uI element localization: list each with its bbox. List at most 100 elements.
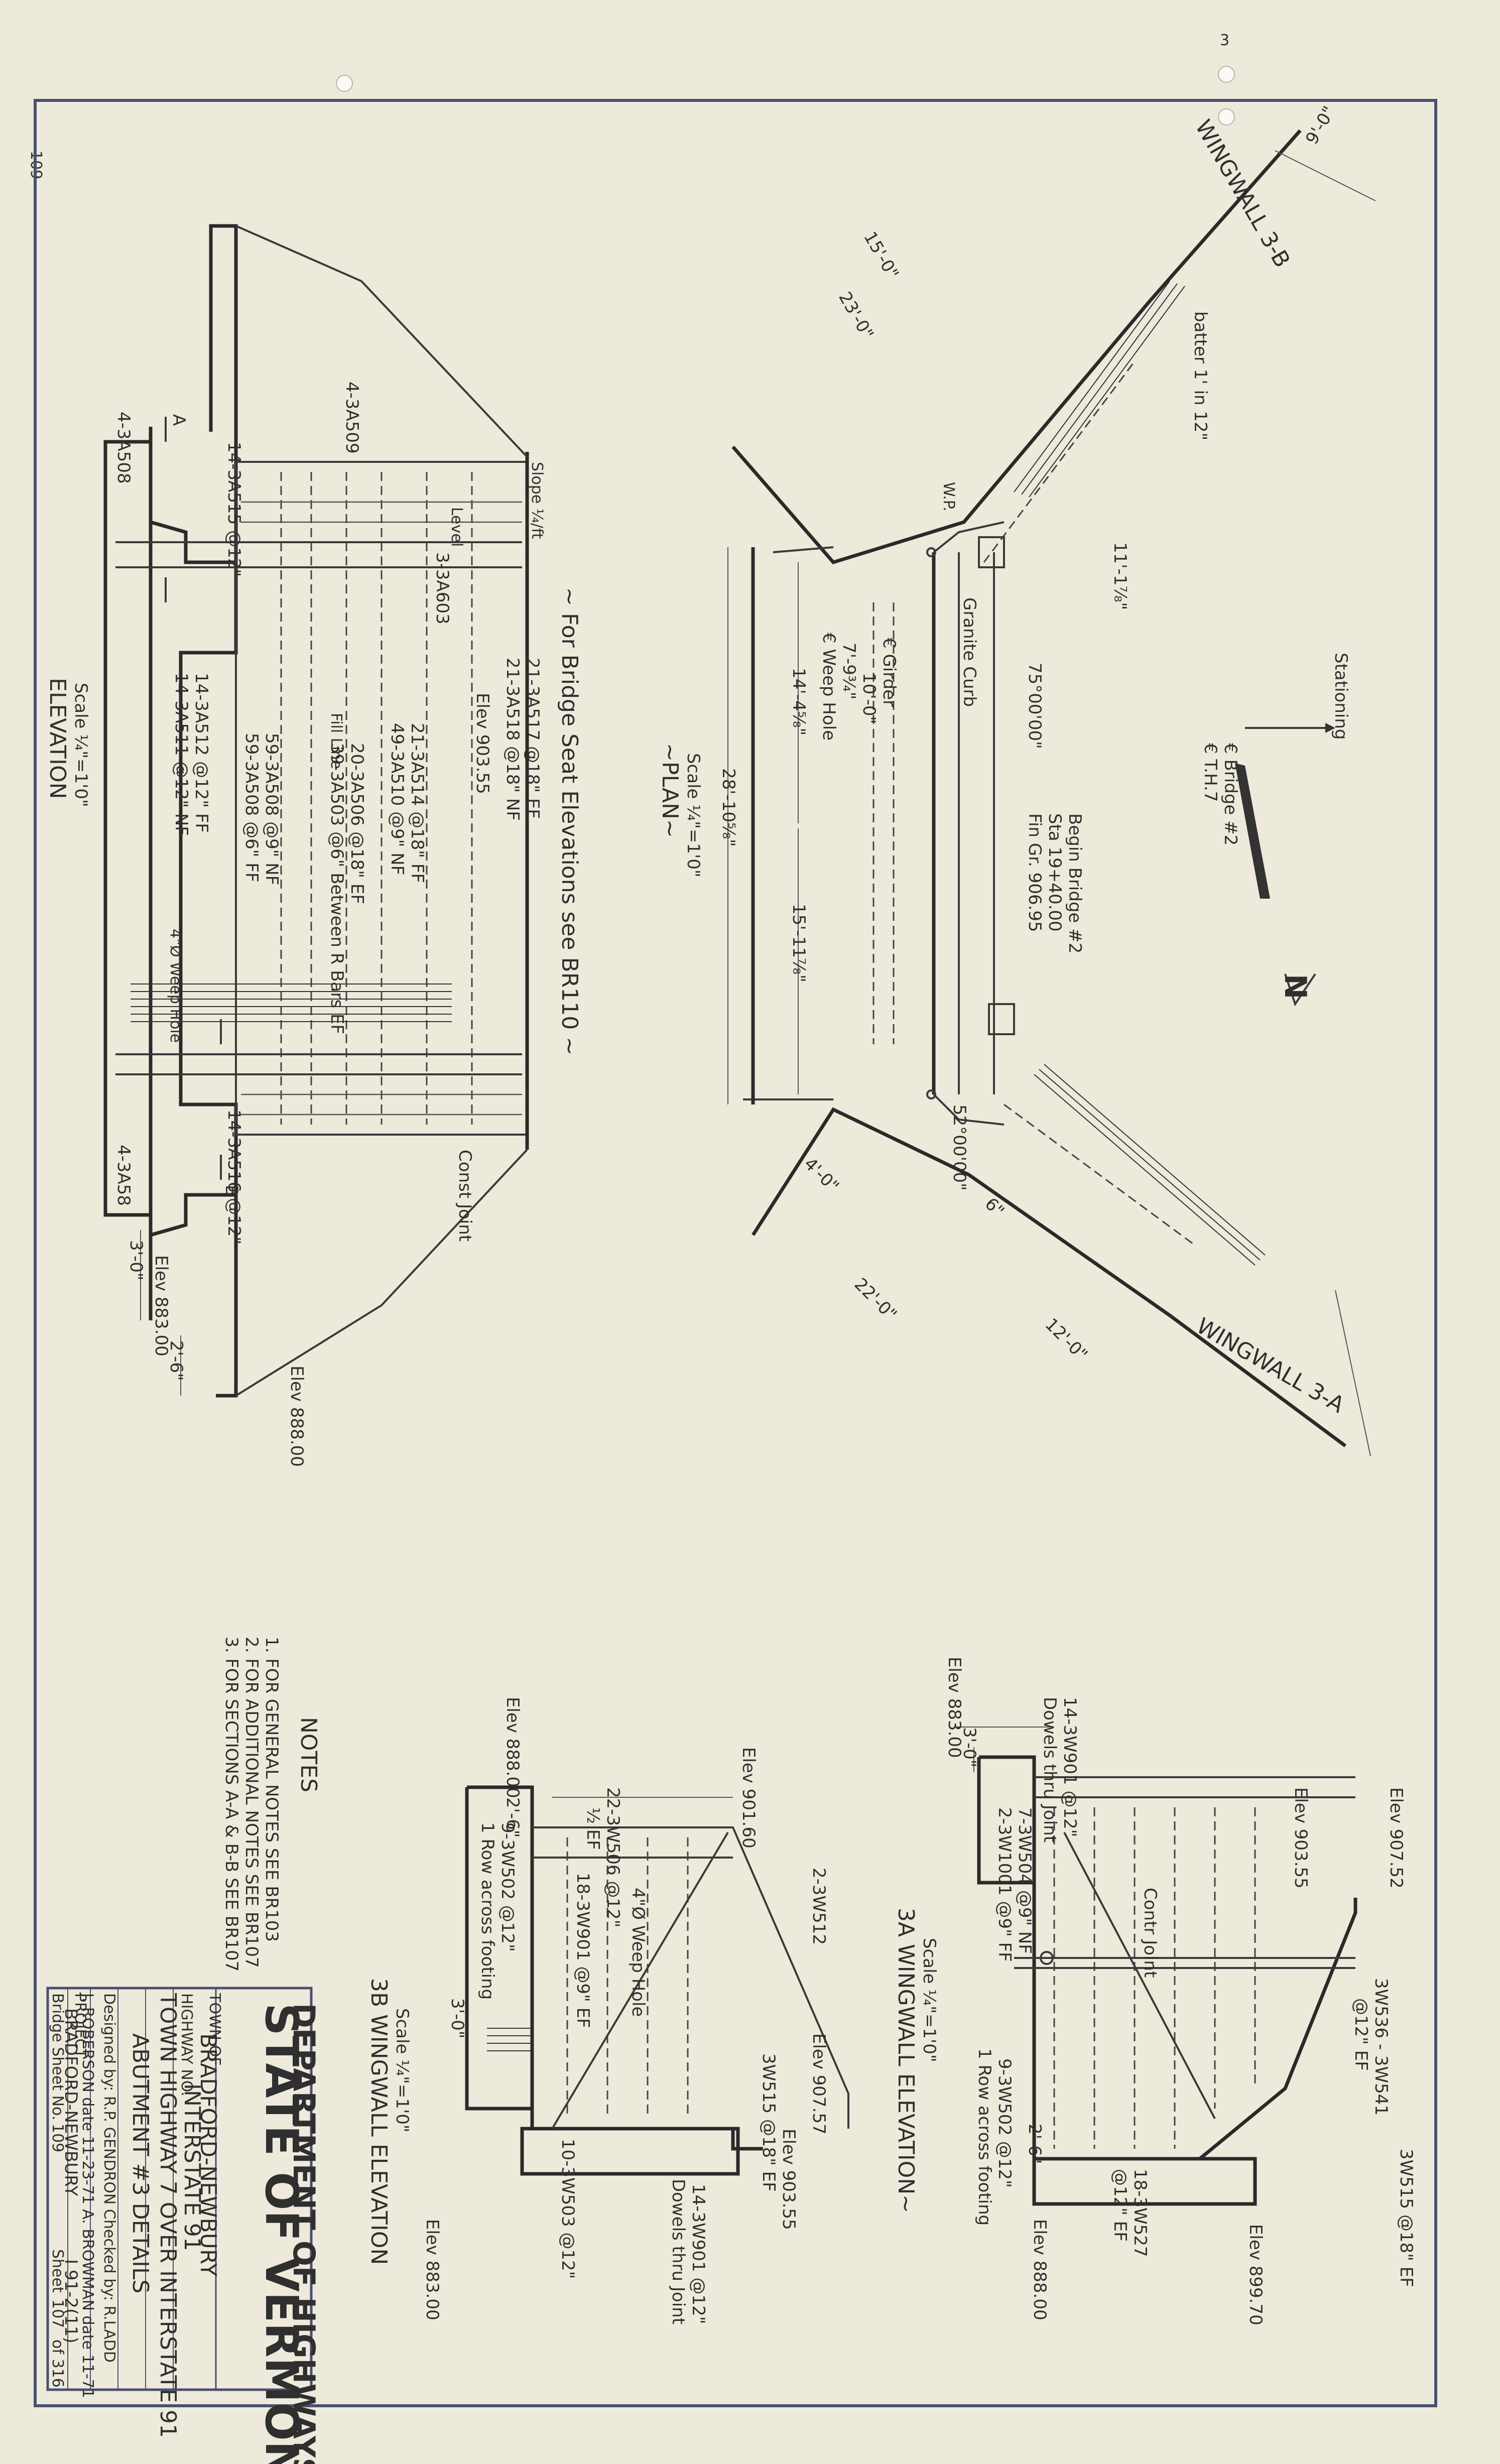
wingwall-3a-label: Elev 903.55 [1291,1787,1311,1889]
elevation-label: Slope ¼/ft [528,462,546,539]
elevation-label: Elev 903.55 [472,693,492,794]
elevation-label: 21-3A517 @18" EF [523,658,543,819]
wingwall-3a-label: 3W536 - 3W541 [1371,1978,1391,2116]
wingwall-3a-label: 14-3W901 @12" [1060,1697,1080,1837]
plan-label: 28'-10⅝" [718,768,738,847]
elevation-label: 14-3A516 @12" [224,1110,244,1245]
wingwall-3a-title: 3A WINGWALL ELEVATION~ [893,1908,919,2213]
plan-label: € Weep Hole [819,633,839,741]
wingwall-3a-label: @12" EF [1110,2169,1130,2242]
elevation-label: B [221,1185,241,1196]
title-sheet-no: 107 [49,2299,66,2328]
plan-label: Granite Curb [959,597,979,707]
punch-hole [1218,108,1235,126]
note-item: 1. FOR GENERAL NOTES SEE BR103 [262,1637,282,1942]
elevation-label: 4-3A508 [113,412,134,484]
wingwall-3b-label: Elev 883.00 [422,2219,442,2320]
wingwall-3a-label: 1 Row across footing [974,2048,994,2226]
title-drawn-row: J. ROBERSON date 11-23-71 A. BROWMAN dat… [79,1992,96,2398]
elevation-scale: Scale ¼"=1'0" [71,683,91,807]
title-project-no: I 91-2(11) [61,2259,81,2344]
wingwall-3b-label: 14-3W901 @12" [688,2184,708,2324]
plan-label: 15'-11⅞" [789,904,809,982]
wingwall-3a-label: 2-3W1001 @9" FF [994,1807,1015,1962]
wingwall-3b-label: 1 Row across footing [477,1822,497,2000]
wingwall-3b-label: 18-3W901 @9" EF [573,1873,593,2028]
wingwall-3b-label: Elev 901.60 [738,1747,759,1849]
title-town-label: TOWN OF [206,1993,223,2065]
elevation-label: 14-3A515 @12" [224,442,244,577]
elevation-label: 21-3A514 @18" FF [407,723,427,883]
plan-label: 7'-9¾" [839,643,859,699]
wingwall-3b-label: 9-3W502 @12" [497,1822,518,1952]
note-item: 2. FOR ADDITIONAL NOTES SEE BR107 [241,1637,262,1968]
elevation-label: 20-3A506 @18" EF [347,743,367,904]
wingwall-3a-label: 7-3W504 @9" NF [1015,1807,1035,1954]
elevation-label: Fill Line [327,713,345,769]
corner-mark: 3 [1220,32,1229,49]
wingwall-3b-label: 2-3W512 [809,1868,829,1945]
elevation-title: ELEVATION [45,678,70,799]
wingwall-3a-label: 3W515 @18" EF [1396,2149,1416,2287]
wingwall-3b-label: 4"Ø Weep Hole [628,1888,648,2017]
title-project: BRADFORD-NEWBURY [61,2008,81,2196]
wingwall-3b-scale: Scale ¼"=1'0" [392,2008,412,2133]
plan-label: 14'-4⅝" [789,668,809,735]
plan-label: Begin Bridge #2 [1065,813,1085,953]
title-highway-label: HIGHWAY NO. [178,1993,195,2097]
elevation-label: 59-3A508 @6" FF [241,733,262,882]
wingwall-3a-label: Elev 883.00 [944,1657,964,1758]
elevation-label: 14-3A511 @12" NF [171,673,191,836]
elevation-label: Level [448,507,465,547]
title-town: BRADFORD-NEWBURY [195,2033,221,2277]
wingwall-3a-label: Elev 888.00 [1030,2219,1050,2320]
wingwall-3b-label: Dowels thru Joint [668,2179,688,2324]
plan-label: 52°00'00" [949,1104,969,1191]
title-block: STATE OF VERMONT DEPARTMENT OF HIGHWAYS … [46,1987,321,2464]
plan-label: € Bridge #2 [1220,743,1240,845]
plan-title: ~PLAN~ [657,743,683,838]
elevation-label: 4-3A509 [342,382,362,454]
elevation-label: 39-3A503 @6" Between R Bars EF [327,743,347,1034]
elevation-label: 4"Ø Weep Hole [167,929,184,1043]
wingwall-3a-label: 2'-6" [1025,2124,1045,2164]
wingwall-3a-label: 9-3W502 @12" [994,2058,1015,2188]
wingwall-3a-scale: Scale ¼"=1'0" [919,1938,939,2062]
punch-hole [336,75,353,92]
plan-label: batter 1' in 12" [1190,311,1210,440]
punch-hole [1218,66,1235,83]
plan-label: Fin Gr. 906.95 [1025,813,1045,932]
title-bridge-sheet-label: Bridge Sheet No. [49,1993,66,2120]
elevation-label: 2'-6" [166,1340,186,1381]
elevation-label: Const Joint [455,1150,475,1242]
elevation-label: Elev 883.00 [151,1255,171,1357]
wingwall-3a-label: Elev 907.52 [1386,1787,1406,1889]
elevation-label: 3-3A603 [432,552,452,625]
title-checked-by: Checked by: R.LADD [100,2209,118,2363]
wingwall-3b-title: 3B WINGWALL ELEVATION [366,1978,392,2265]
plan-label: € Girder [879,638,899,707]
elevation-label: 21-3A518 @18" NF [503,658,523,821]
wingwall-3b-label: 2'-6" [503,1797,523,1838]
wingwall-3b-label: ½ EF [583,1807,603,1850]
wingwall-3b-elevation: 3B WINGWALL ELEVATION Scale ¼"=1'0" Elev… [366,1697,849,2324]
bridge-seat-note: ~ For Bridge Seat Elevations see BR110 ~ [557,587,582,1055]
note-item: 3. FOR SECTIONS A-A & B-B SEE BR107 [221,1637,241,1972]
plan-label: 75°00'00" [1025,663,1045,749]
wingwall-3a-label: Contr Joint [1140,1888,1160,1978]
elevation-label: 4-3A58 [113,1145,134,1206]
title-department: DEPARTMENT OF HIGHWAYS [286,2003,321,2464]
wingwall-3a-label: 18-3W527 [1130,2169,1150,2257]
elevation-view: ELEVATION Scale ¼"=1'0" ~ For Bridge Sea… [45,224,582,1467]
sheet-border [34,99,1437,2407]
plan-label: Stationing [1331,653,1351,740]
plan-label: Sta 19+40.00 [1045,813,1065,932]
plan-label: W.P. [940,482,957,512]
plan-label: 10'-0" [859,673,879,724]
plan-label: N [1278,974,1313,999]
elevation-label: 3'-0" [126,1240,146,1281]
title-state: STATE OF VERMONT [255,2003,308,2464]
notes: NOTES 1. FOR GENERAL NOTES SEE BR103 2. … [221,1637,321,1972]
wingwall-3a-label: Elev 899.70 [1245,2224,1266,2325]
